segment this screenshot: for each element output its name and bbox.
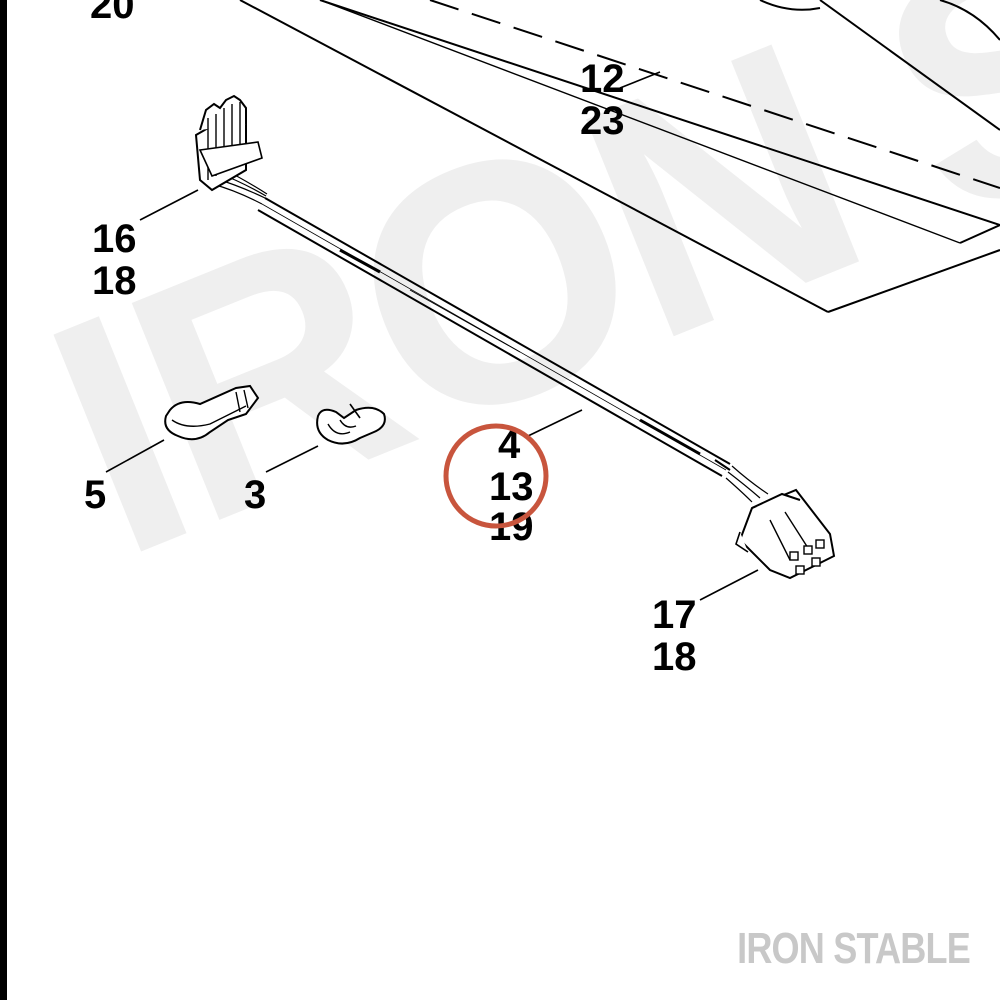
connector-right	[735, 488, 836, 580]
callout-17: 17	[652, 593, 697, 637]
clip-large	[164, 384, 260, 441]
wiring-harness	[211, 165, 769, 503]
callout-4: 4	[498, 423, 521, 467]
brand-footer: IRON STABLE	[737, 924, 971, 973]
callout-23: 23	[580, 99, 625, 143]
callout-16: 16	[92, 217, 137, 261]
left-frame-border	[0, 0, 7, 1000]
callout-18-left: 18	[92, 259, 137, 303]
connector-left	[194, 94, 263, 192]
callout-18-right: 18	[652, 635, 697, 679]
tank-outline	[239, 0, 1000, 313]
callout-13: 13	[489, 465, 534, 509]
highlight-circle	[443, 423, 549, 529]
callouts: 20 12 23 16 18 5 3 4 13 19 17 18	[84, 0, 697, 679]
leader-lines	[105, 71, 759, 601]
callout-5: 5	[84, 473, 106, 517]
callout-20-partial: 20	[90, 0, 135, 27]
clip-small	[316, 403, 386, 445]
callout-3: 3	[244, 473, 266, 517]
callout-12: 12	[580, 57, 625, 101]
